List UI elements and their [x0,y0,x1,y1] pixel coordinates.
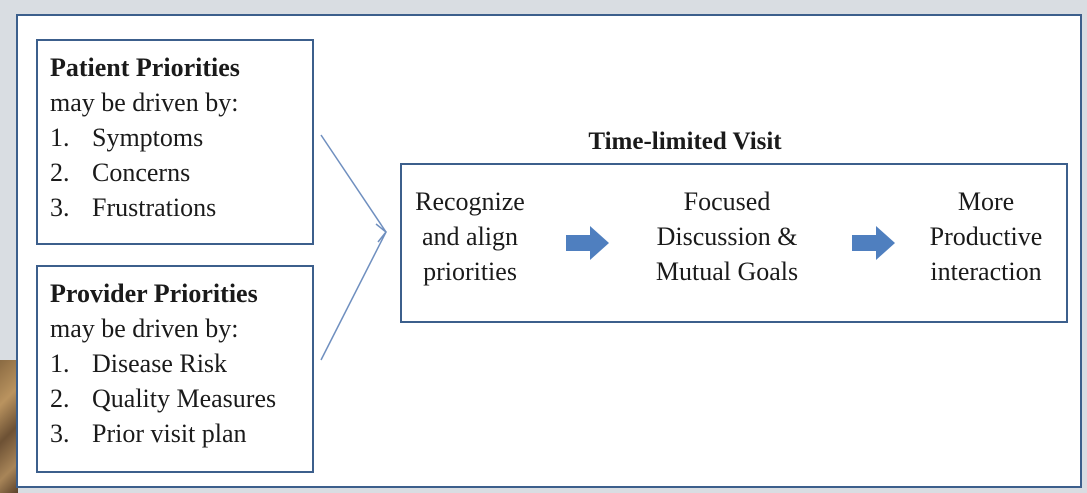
list-item-text: Disease Risk [92,349,228,378]
step-line: Mutual Goals [655,257,799,286]
list-item-number: 3. [50,419,70,448]
step-recognize-align: Recognize and align priorities [402,184,538,289]
list-item: 3. Prior visit plan [50,416,300,451]
step-line: and align [421,222,519,251]
patient-priorities-subtitle: may be driven by: [50,88,239,117]
list-item-text: Concerns [92,158,191,187]
provider-priorities-box: Provider Priorities may be driven by: 1.… [36,265,314,473]
step-line: priorities [423,257,517,286]
list-item-number: 2. [50,384,70,413]
list-item-number: 1. [50,349,70,378]
patient-priorities-title: Patient Priorities [50,53,240,82]
list-item-text: Quality Measures [92,384,277,413]
step-line: interaction [930,257,1042,286]
step-line: Recognize [415,187,525,216]
step-line: Discussion & [656,222,798,251]
list-item-text: Prior visit plan [92,419,247,448]
patient-priorities-box: Patient Priorities may be driven by: 1. S… [36,39,314,245]
list-item-text: Symptoms [92,123,204,152]
visit-box [400,163,1068,323]
step-focused-discussion: Focused Discussion & Mutual Goals [632,184,822,289]
arrow-right-icon [566,226,609,260]
list-item-number: 1. [50,123,70,152]
step-line: Productive [929,222,1043,251]
list-item: 2. Concerns [50,155,300,190]
step-productive-interaction: More Productive interaction [912,184,1060,289]
patient-priorities-list: 1. Symptoms 2. Concerns 3. Frustrations [50,120,300,225]
list-item-number: 2. [50,158,70,187]
background-texture [0,360,18,493]
step-line: Focused [683,187,771,216]
list-item: 3. Frustrations [50,190,300,225]
list-item: 1. Disease Risk [50,346,300,381]
provider-priorities-title: Provider Priorities [50,279,258,308]
visit-title: Time-limited Visit [588,128,782,155]
list-item: 2. Quality Measures [50,381,300,416]
list-item: 1. Symptoms [50,120,300,155]
arrow-right-icon [852,226,895,260]
list-item-text: Frustrations [92,193,217,222]
step-line: More [957,187,1015,216]
provider-priorities-list: 1. Disease Risk 2. Quality Measures 3. Prio… [50,346,300,451]
provider-priorities-subtitle: may be driven by: [50,314,239,343]
list-item-number: 3. [50,193,70,222]
